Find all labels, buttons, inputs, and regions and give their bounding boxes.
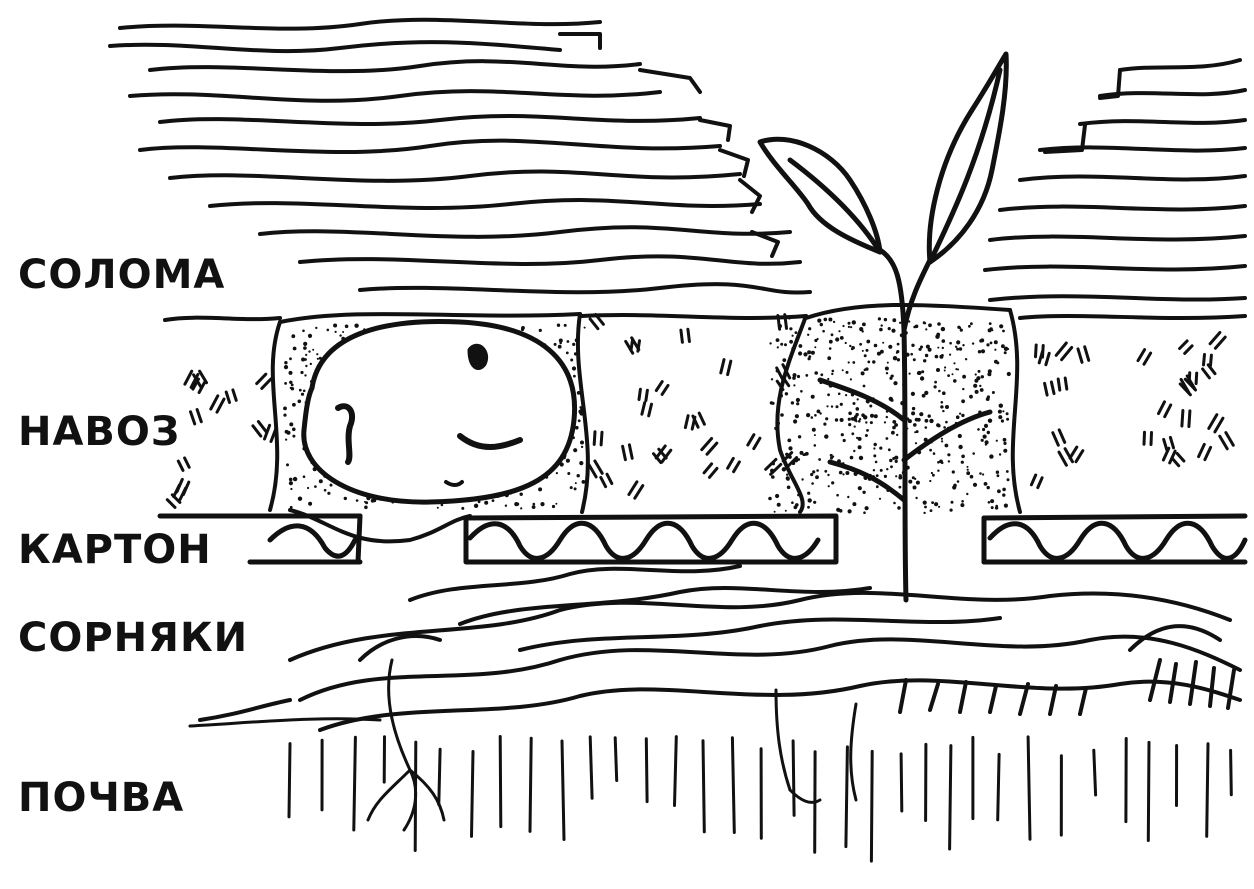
weeds-layer [200,566,1240,730]
soil-hatching [289,737,1231,862]
cardboard-label: КАРТОН [18,530,212,570]
weeds-label: СОРНЯКИ [18,618,248,658]
straw-layer [110,20,1245,300]
straw-label: СОЛОМА [18,255,225,295]
manure-label: НАВОЗ [18,412,180,452]
soil-label: ПОЧВА [18,778,184,818]
potato-icon [304,321,575,502]
